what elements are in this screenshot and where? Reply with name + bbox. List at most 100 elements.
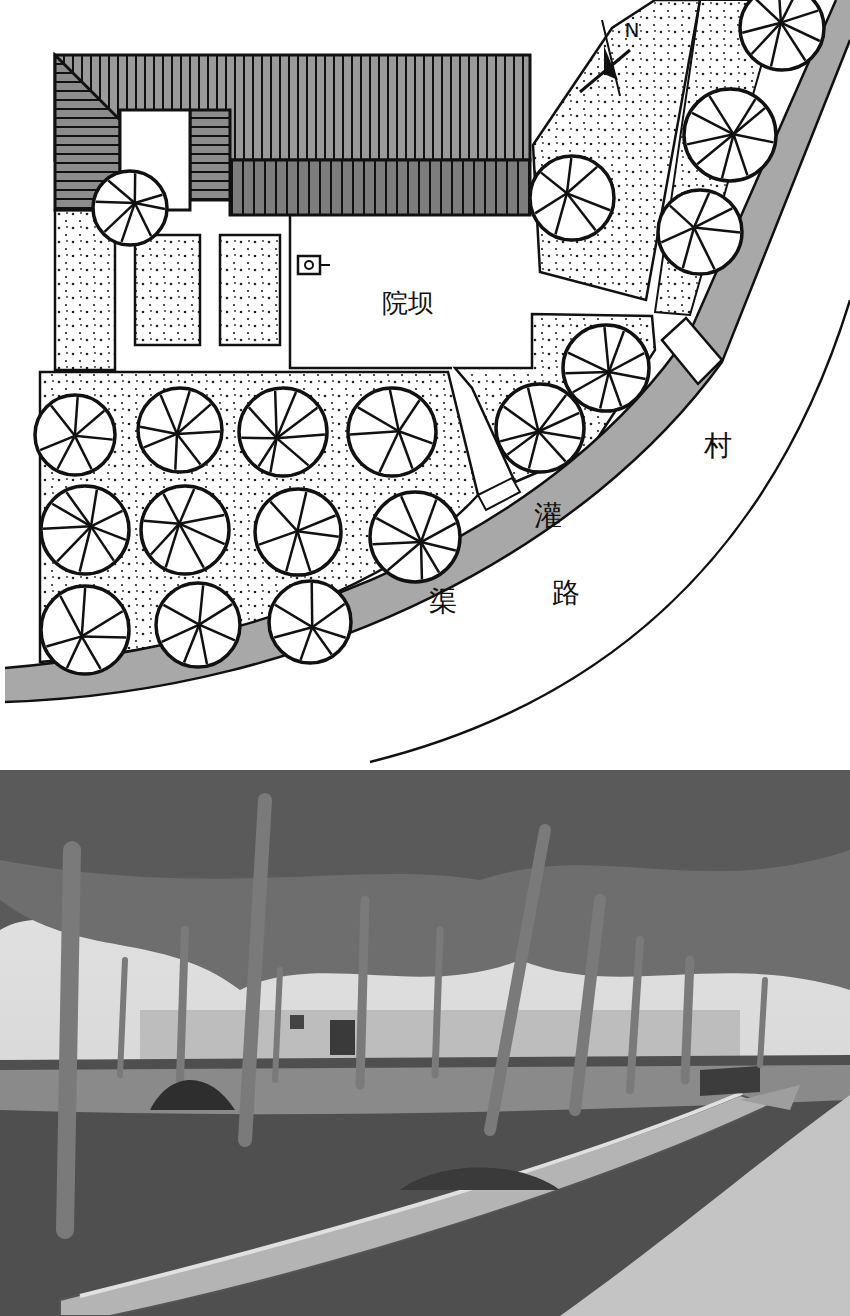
tree-canopy [138, 388, 222, 472]
tree-canopy [93, 171, 167, 245]
tree-branch [538, 413, 579, 432]
tree-branch [134, 173, 137, 203]
tree-branch [535, 193, 567, 213]
tree-branch [199, 585, 203, 624]
tree-branch [609, 353, 644, 372]
tree-branch [175, 434, 177, 470]
tree-branch [96, 202, 135, 203]
tree-branch [177, 434, 200, 464]
tree-branch [734, 134, 774, 142]
canal-edge [5, 40, 850, 702]
village-road-edge [370, 300, 850, 762]
tree-branch [297, 531, 310, 571]
tree-branch [388, 542, 421, 570]
tree-branch [528, 388, 538, 432]
tree-branch [297, 516, 335, 532]
tree-branch [310, 583, 313, 627]
tree-branch [567, 158, 571, 193]
garden-bed [135, 235, 200, 345]
tree-branch [43, 526, 91, 528]
tree-branch [670, 206, 694, 228]
tree-branch [163, 494, 179, 524]
tree-branch [60, 596, 81, 636]
tree-branch [421, 523, 456, 542]
tree-branch [151, 524, 179, 555]
tree-canopy [348, 388, 436, 476]
tree-branch [421, 542, 439, 573]
tree-branch [755, 0, 781, 23]
tree-branch [163, 605, 199, 625]
tree-branch [277, 408, 318, 438]
tree-branch [604, 327, 608, 372]
irrigation-canal [5, 0, 850, 702]
tree-branch [376, 518, 421, 542]
tree-branch [135, 203, 165, 209]
tree-branch [683, 228, 694, 269]
tree-branch [177, 404, 211, 434]
tree-branch [199, 604, 232, 624]
tree-branch [82, 588, 85, 636]
tree-branch [161, 395, 177, 434]
tree-branch [781, 23, 805, 61]
tree-branch [75, 436, 113, 440]
tree-branch [401, 496, 421, 542]
tree-branch [270, 502, 297, 531]
tree-branch [82, 611, 123, 636]
map-label: N [625, 20, 640, 40]
canal-inlet [478, 478, 520, 510]
tree-branch [500, 432, 538, 442]
tree-branch [275, 605, 312, 627]
tree-canopy [740, 0, 824, 70]
tree-canopy [141, 486, 229, 574]
tree-canopy [684, 89, 776, 181]
tree-branch [399, 400, 420, 431]
tree-canopy [239, 388, 327, 476]
tree-branch [538, 432, 565, 462]
tree-branch [51, 406, 75, 436]
tree-branch [312, 604, 344, 627]
tree-branch [781, 11, 818, 23]
tree-canopy [255, 489, 341, 575]
tree-branch [350, 431, 399, 434]
tree-branch [249, 407, 277, 438]
tree-branch [108, 181, 135, 203]
tree-canopy [269, 581, 351, 663]
tree-branch [75, 436, 92, 469]
building-wing [190, 110, 230, 200]
tree-branch [297, 531, 338, 537]
tree-branch [399, 431, 413, 468]
tree-branch [82, 636, 127, 637]
tree-branch [694, 208, 732, 227]
tree-branch [199, 625, 207, 664]
bridge [662, 318, 722, 384]
courtyard-edge [290, 215, 452, 368]
tree-branch [312, 627, 331, 654]
garden-bed [220, 235, 280, 345]
tree-canopy [35, 395, 115, 475]
tree-branch [135, 203, 151, 236]
tree-branch [135, 195, 163, 203]
tree-branch [46, 636, 81, 646]
tree-branch [390, 390, 399, 431]
tree-branch [91, 490, 97, 527]
tree-branch [565, 372, 608, 373]
tree-branch [541, 173, 567, 194]
tree-branch [694, 228, 740, 233]
tree-branch [568, 353, 609, 372]
tree-branch [144, 521, 179, 524]
well-symbol [305, 261, 313, 269]
canal-edge [5, 0, 836, 668]
tree-group [35, 0, 824, 674]
tree-branch [140, 427, 177, 434]
tree-branch [734, 134, 748, 175]
tree-canopy [530, 156, 614, 240]
tree-branch [52, 504, 91, 527]
map-label: 灌 [534, 502, 562, 530]
tree-branch [259, 531, 297, 544]
well-symbol [298, 256, 320, 274]
tree-branch [241, 437, 276, 440]
tree-branch [199, 625, 235, 641]
tree-canopy [658, 190, 742, 274]
tree-branch [734, 99, 756, 134]
